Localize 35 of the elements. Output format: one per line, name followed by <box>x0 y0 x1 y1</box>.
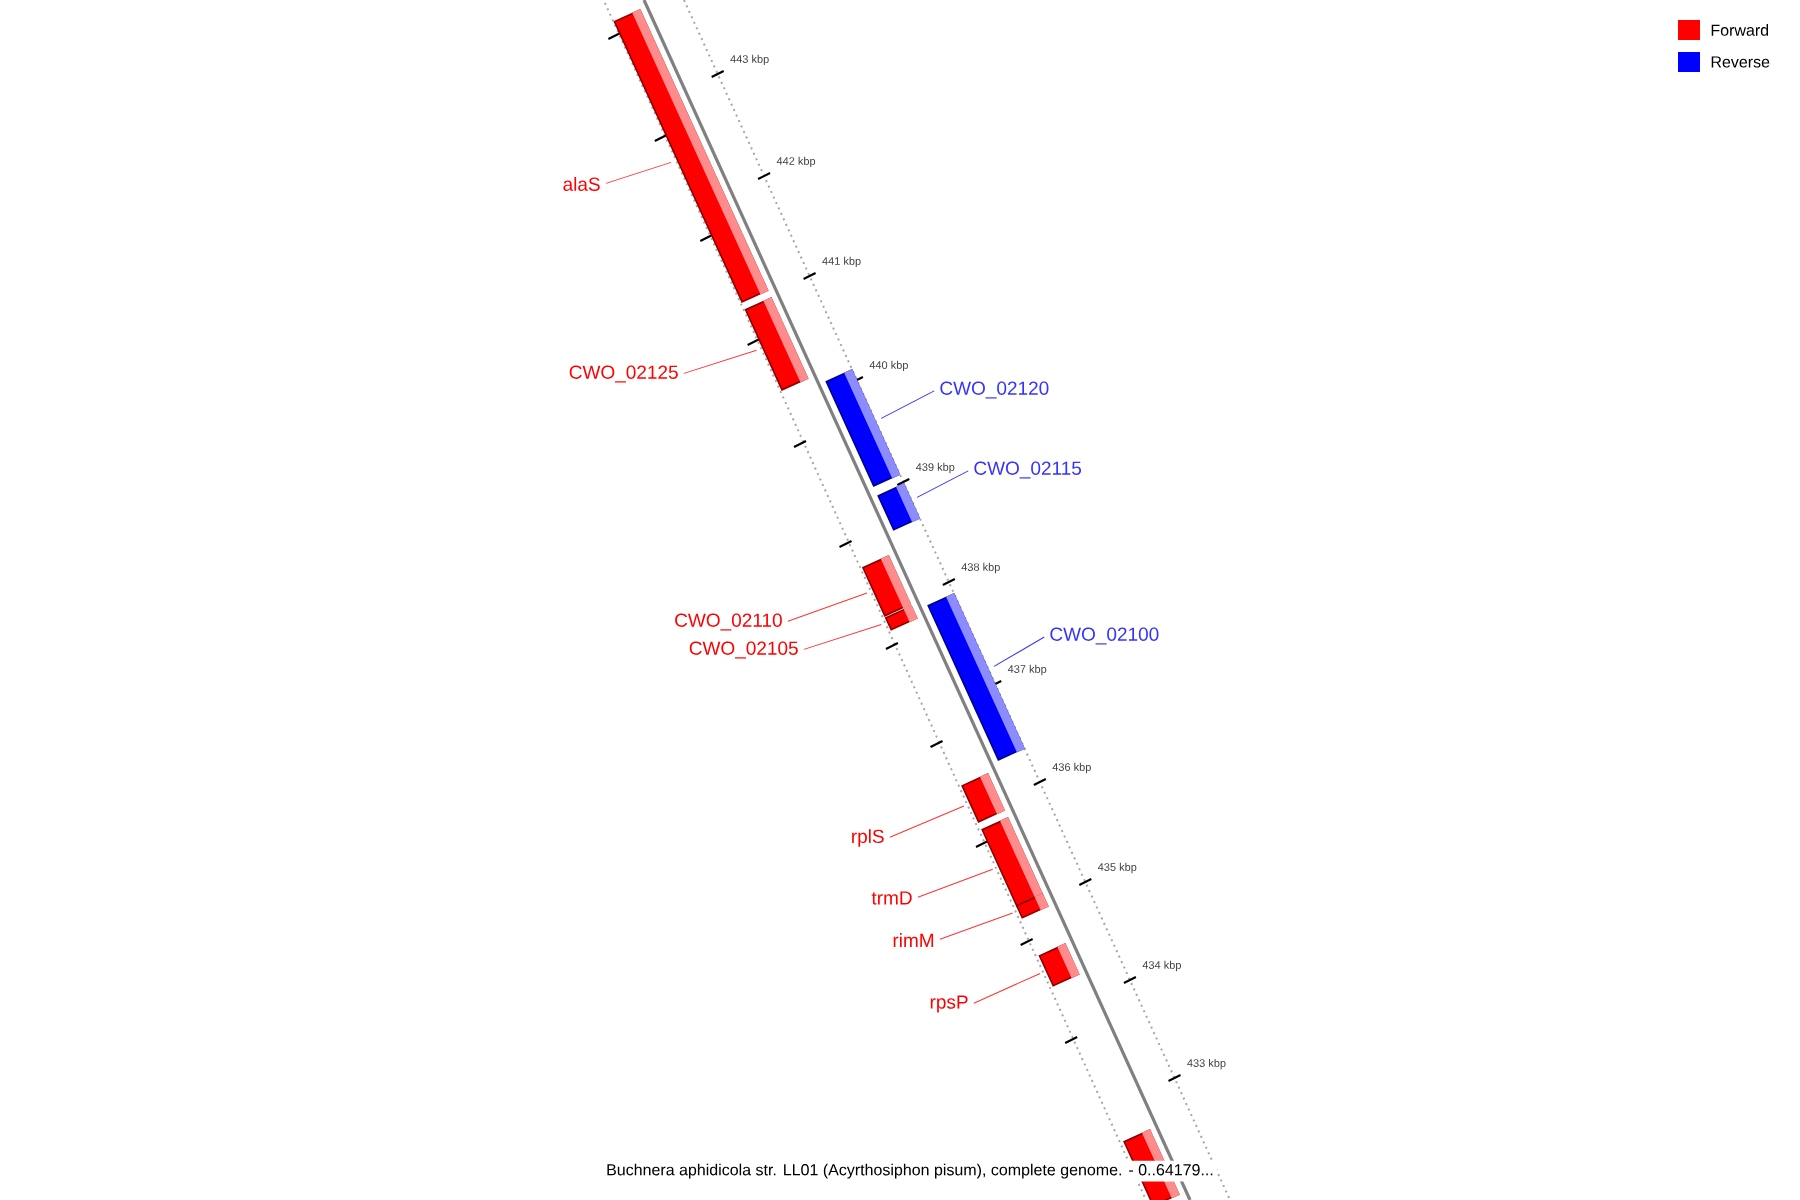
leader-line <box>605 161 672 184</box>
gene-label: alaS <box>563 177 600 191</box>
caption: Buchnera aphidicola str. LL01 (Acyrthosiphon pisum), complete genome. - 0..64179... <box>603 1160 1217 1182</box>
gene-bar <box>961 773 1006 823</box>
leader-line <box>973 973 1041 1004</box>
gene-label: CWO_02100 <box>1050 627 1159 645</box>
gene-label: CWO_02125 <box>569 365 678 383</box>
gene-bar <box>744 297 809 391</box>
leader-line <box>787 592 868 622</box>
legend-label: Reverse <box>1711 56 1770 68</box>
gene-label: CWO_02120 <box>940 381 1049 399</box>
leader-line <box>916 470 969 498</box>
leader-line <box>880 390 935 419</box>
gene-bar <box>1038 943 1080 987</box>
gene-bar <box>927 593 1025 761</box>
gene-label: rplS <box>852 829 884 847</box>
gene-bar <box>877 483 921 531</box>
gene-bar <box>981 817 1044 907</box>
gene-bar <box>1015 893 1049 919</box>
legend-label: Forward <box>1711 24 1769 36</box>
gene-label: CWO_02115 <box>974 461 1082 479</box>
leader-line <box>889 805 965 838</box>
gene-label: rimM <box>893 933 934 947</box>
gene-label: CWO_02110 <box>675 613 782 631</box>
leader-line <box>993 636 1045 667</box>
leader-line <box>803 623 882 650</box>
gene-label: CWO_02105 <box>689 641 798 659</box>
gene-label: trmD <box>871 891 912 905</box>
leader-line <box>917 868 994 898</box>
gene-label: rpsP <box>930 995 968 1013</box>
gene-bar <box>825 369 901 487</box>
gene-bar <box>613 8 769 303</box>
gene-bar <box>884 605 918 631</box>
leader-line <box>939 912 1014 940</box>
leader-line <box>683 349 758 374</box>
